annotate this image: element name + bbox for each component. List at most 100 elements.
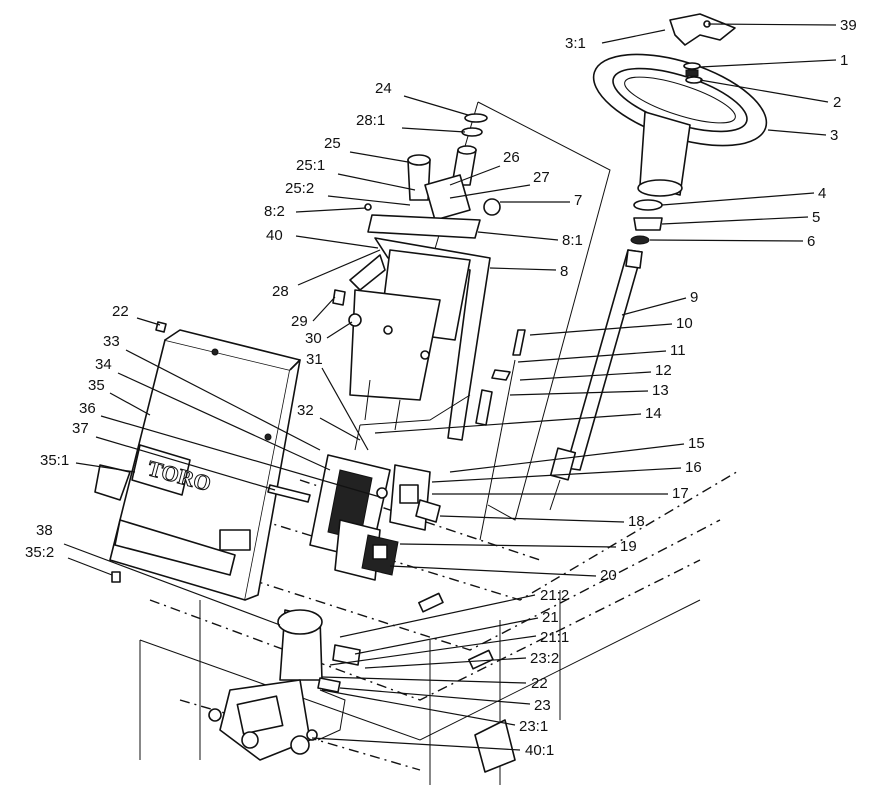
callout-label-23-2: 23:2 bbox=[530, 650, 559, 667]
leader-line-32 bbox=[319, 417, 361, 441]
callout-label-34: 34 bbox=[95, 356, 112, 373]
callout-label-8-1: 8:1 bbox=[562, 232, 583, 249]
leader-line-5 bbox=[661, 216, 809, 225]
callout-label-22: 22 bbox=[112, 303, 129, 320]
steering-wheel bbox=[592, 53, 768, 197]
callout-label-5: 5 bbox=[812, 209, 820, 226]
leader-line-31 bbox=[321, 367, 369, 451]
steering-cap-39 bbox=[669, 13, 736, 46]
leader-line-4 bbox=[661, 192, 815, 206]
callout-label-25-1: 25:1 bbox=[296, 157, 325, 174]
leader-line-26 bbox=[449, 165, 501, 186]
leader-line-8 bbox=[489, 267, 557, 271]
callout-label-21: 21 bbox=[542, 609, 559, 626]
upper-console-parts bbox=[364, 113, 501, 239]
callout-label-35: 35 bbox=[88, 377, 105, 394]
leader-line-22 bbox=[321, 676, 527, 684]
leader-line-21 bbox=[354, 617, 539, 655]
callout-label-7: 7 bbox=[574, 192, 582, 209]
callout-label-2: 2 bbox=[833, 94, 841, 111]
callout-label-6: 6 bbox=[807, 233, 815, 250]
callout-label-3: 3 bbox=[830, 127, 838, 144]
callout-label-38: 38 bbox=[36, 522, 53, 539]
side-panel-35: TORO bbox=[94, 321, 301, 601]
hydraulic-steering-unit bbox=[208, 609, 361, 761]
callout-label-20: 20 bbox=[600, 567, 617, 584]
leader-line-25-2 bbox=[327, 195, 411, 206]
callout-label-25: 25 bbox=[324, 135, 341, 152]
callout-label-23: 23 bbox=[534, 697, 551, 714]
leader-line-33 bbox=[125, 349, 321, 451]
leader-line-28 bbox=[297, 249, 381, 286]
leader-line-35 bbox=[109, 392, 151, 416]
callout-label-28: 28 bbox=[272, 283, 289, 300]
leader-line-3-1 bbox=[601, 29, 666, 44]
leader-line-3 bbox=[767, 129, 827, 136]
callout-label-29: 29 bbox=[291, 313, 308, 330]
leader-line-21-1 bbox=[329, 635, 537, 666]
callout-label-23-1: 23:1 bbox=[519, 718, 548, 735]
leader-line-18 bbox=[439, 515, 625, 523]
leader-line-35-2 bbox=[67, 557, 113, 576]
leader-line-29 bbox=[312, 296, 336, 322]
leader-line-38 bbox=[63, 543, 281, 626]
callout-label-24: 24 bbox=[375, 80, 392, 97]
callout-label-18: 18 bbox=[628, 513, 645, 530]
leader-line-15 bbox=[449, 443, 685, 473]
leader-line-16 bbox=[431, 467, 682, 483]
leader-line-23-1 bbox=[321, 689, 516, 726]
leader-line-2 bbox=[699, 79, 829, 103]
leader-line-8-2 bbox=[295, 207, 367, 213]
callout-label-28-1: 28:1 bbox=[356, 112, 385, 129]
leader-line-25-1 bbox=[337, 173, 416, 191]
callout-label-30: 30 bbox=[305, 330, 322, 347]
bushing-4-5-6 bbox=[630, 199, 663, 245]
leader-line-8-1 bbox=[477, 231, 559, 241]
console-bracket-8 bbox=[349, 237, 491, 441]
callout-label-8: 8 bbox=[560, 263, 568, 280]
callout-label-37: 37 bbox=[72, 420, 89, 437]
callout-label-19: 19 bbox=[620, 538, 637, 555]
leader-line-39 bbox=[707, 23, 837, 26]
leader-line-19 bbox=[399, 543, 617, 548]
callout-label-27: 27 bbox=[533, 169, 550, 186]
callout-label-31: 31 bbox=[306, 351, 323, 368]
callout-label-26: 26 bbox=[503, 149, 520, 166]
callout-label-25-2: 25:2 bbox=[285, 180, 314, 197]
leader-line-40-1 bbox=[311, 737, 521, 751]
callout-label-36: 36 bbox=[79, 400, 96, 417]
leader-lines bbox=[63, 23, 837, 751]
callout-label-4: 4 bbox=[818, 185, 826, 202]
leader-line-13 bbox=[509, 390, 649, 396]
steering-column-9 bbox=[549, 249, 643, 511]
callout-label-13: 13 bbox=[652, 382, 669, 399]
leader-line-24 bbox=[403, 95, 469, 116]
leader-line-12 bbox=[519, 371, 652, 381]
callout-label-33: 33 bbox=[103, 333, 120, 350]
leader-line-9 bbox=[621, 297, 687, 316]
nut-washer-1-2 bbox=[683, 62, 703, 84]
leader-line-20 bbox=[389, 565, 597, 577]
switch-bracket-assembly bbox=[267, 454, 441, 581]
callout-label-3-1: 3:1 bbox=[565, 35, 586, 52]
leader-line-34 bbox=[117, 372, 331, 471]
callout-labels: 3:139123456910111213141516171819202428:1… bbox=[25, 17, 857, 759]
leader-line-6 bbox=[649, 239, 804, 242]
callout-label-11: 11 bbox=[670, 342, 686, 359]
callout-label-15: 15 bbox=[688, 435, 705, 452]
callout-label-9: 9 bbox=[690, 289, 698, 306]
callout-label-40: 40 bbox=[266, 227, 283, 244]
leader-line-40 bbox=[295, 235, 379, 249]
leader-line-23-2 bbox=[364, 657, 527, 669]
callout-label-35-2: 35:2 bbox=[25, 544, 54, 561]
callout-label-14: 14 bbox=[645, 405, 662, 422]
leader-line-23 bbox=[339, 687, 531, 705]
callout-label-39: 39 bbox=[840, 17, 857, 34]
leader-line-1 bbox=[699, 59, 837, 68]
leader-line-11 bbox=[517, 350, 667, 363]
leader-line-22 bbox=[136, 317, 161, 326]
leader-line-30 bbox=[326, 321, 353, 339]
leader-line-10 bbox=[529, 323, 673, 336]
